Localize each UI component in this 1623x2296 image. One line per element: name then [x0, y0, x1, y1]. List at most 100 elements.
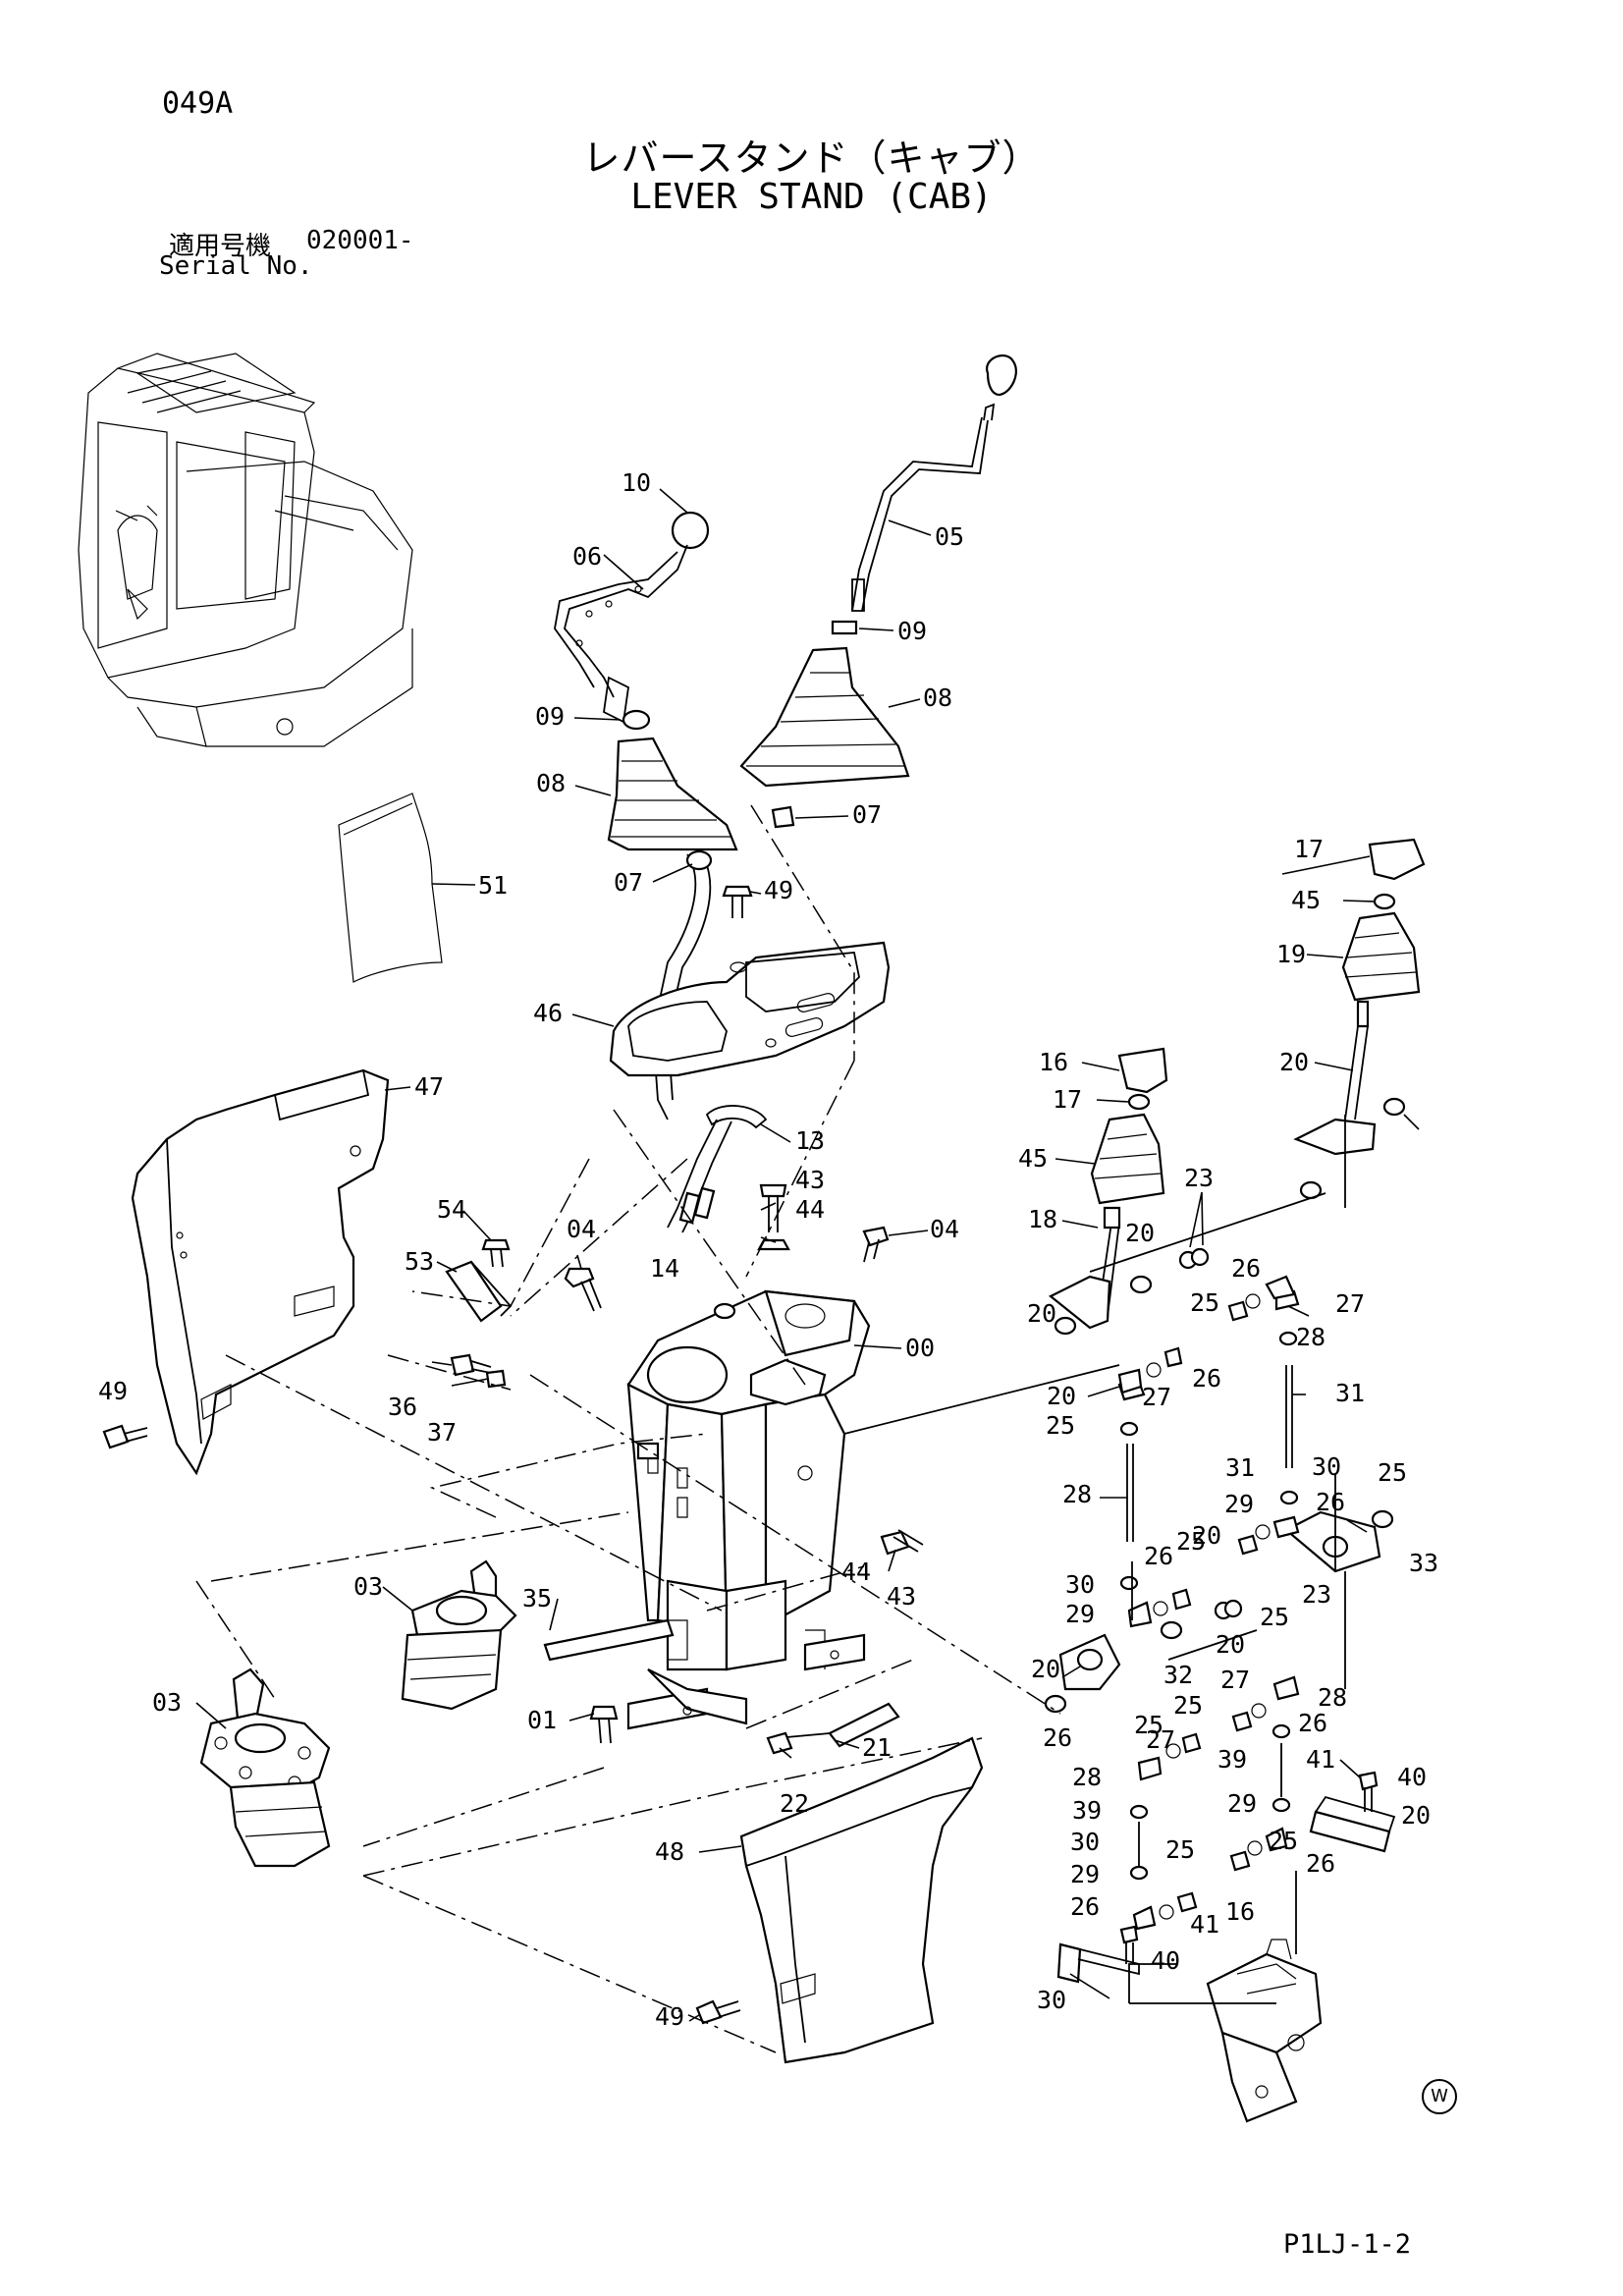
callout: 31	[1225, 1453, 1255, 1482]
callout: 01	[527, 1706, 557, 1734]
callout: 47	[414, 1072, 444, 1101]
serial-value: 020001-	[306, 226, 414, 255]
callout: 49	[98, 1377, 128, 1405]
callout: 44	[795, 1195, 825, 1224]
callout: 00	[905, 1334, 935, 1362]
callout: 33	[1409, 1549, 1438, 1577]
callout: 21	[862, 1733, 892, 1762]
callout: 04	[567, 1215, 596, 1243]
callout: 07	[852, 800, 882, 829]
callout: 27	[1146, 1725, 1175, 1754]
harness-clip-group	[667, 1105, 790, 1251]
callout: 43	[887, 1582, 916, 1611]
callout: 41	[1190, 1910, 1219, 1939]
callout: 27	[1220, 1666, 1250, 1694]
callout: 40	[1397, 1763, 1427, 1791]
serial-label-english: Serial No.	[159, 251, 313, 281]
left-control-lever	[554, 511, 710, 731]
callout: 27	[1142, 1383, 1171, 1411]
callout: 23	[1302, 1580, 1331, 1609]
callout: 25	[1269, 1827, 1298, 1855]
callout: 29	[1065, 1600, 1095, 1628]
callout: 17	[1294, 835, 1324, 863]
part-04-bolts	[564, 1226, 890, 1312]
part-08-boot-left	[607, 737, 738, 1121]
callout: 14	[650, 1254, 679, 1283]
callout: 25	[1378, 1458, 1407, 1487]
callout: 26	[1043, 1723, 1072, 1752]
callout: 30	[1065, 1570, 1095, 1599]
watermark-mark: W	[1422, 2079, 1457, 2114]
callout: 26	[1144, 1542, 1173, 1570]
figure-code: P1LJ-1-2	[1283, 2229, 1412, 2260]
callout: 06	[572, 542, 602, 571]
callout: 46	[533, 999, 563, 1027]
callout: 20	[1279, 1048, 1309, 1076]
callout: 07	[614, 868, 643, 897]
page-code: 049A	[162, 86, 234, 121]
part-22-bolt	[766, 1731, 793, 1755]
callout: 22	[780, 1789, 809, 1818]
callout: 30	[1312, 1452, 1341, 1481]
part-49-bolt-left	[102, 1424, 148, 1449]
callout: 28	[1062, 1480, 1092, 1508]
callout: 35	[522, 1584, 552, 1613]
callout: 23	[1184, 1164, 1214, 1192]
callout-labels: 10 06 05 09 09 08 08 07 07 51 49 46 47 1…	[98, 468, 1438, 2031]
callout: 03	[353, 1572, 383, 1601]
callout: 45	[1018, 1144, 1048, 1173]
callout: 16	[1225, 1897, 1255, 1926]
part-47-left-cover	[131, 1068, 390, 1476]
callout: 31	[1335, 1379, 1365, 1407]
callout: 25	[1134, 1711, 1163, 1739]
callout: 26	[1192, 1364, 1221, 1393]
right-control-lever	[831, 355, 1017, 635]
callout: 28	[1318, 1683, 1347, 1712]
callout: 27	[1335, 1289, 1365, 1318]
callout: 20	[1047, 1382, 1076, 1410]
callout: 05	[935, 522, 964, 551]
callout: 51	[478, 871, 508, 900]
callout: 49	[764, 876, 793, 904]
callout: 20	[1125, 1219, 1155, 1247]
assembly-guide-lines	[195, 804, 1346, 2053]
callout: 43	[795, 1166, 825, 1194]
part-01-bolt	[589, 1705, 619, 1744]
excavator-cab-overview	[78, 353, 413, 747]
callout: 26	[1298, 1709, 1327, 1737]
part-46-cover-plate	[609, 941, 891, 1077]
callout: 26	[1070, 1892, 1100, 1921]
callout: 45	[1291, 886, 1321, 914]
part-49-screw-top	[722, 885, 753, 918]
callout: 25	[1176, 1527, 1206, 1556]
callout: 26	[1306, 1849, 1335, 1878]
callout: 53	[405, 1247, 434, 1276]
callout: 08	[536, 769, 566, 797]
part-03-pilot-valve-rear	[199, 1667, 331, 1868]
callout: 20	[1401, 1801, 1431, 1830]
title-english: LEVER STAND (CAB)	[630, 177, 993, 217]
part-36-37-bolt-nut	[450, 1353, 507, 1389]
part-35-pin	[543, 1618, 675, 1662]
callout: 25	[1190, 1288, 1219, 1317]
callout: 48	[655, 1837, 684, 1866]
part-51-pouch	[338, 793, 443, 983]
callout: 30	[1070, 1828, 1100, 1856]
callout: 54	[437, 1195, 466, 1224]
callout: 09	[535, 702, 565, 731]
callout: 26	[1231, 1254, 1261, 1283]
callout: 16	[1039, 1048, 1068, 1076]
callout: 39	[1072, 1796, 1102, 1825]
callout: 20	[1216, 1630, 1245, 1659]
part-48-lower-cover	[739, 1736, 984, 2064]
callout: 26	[1316, 1488, 1345, 1516]
callout: 18	[1028, 1205, 1057, 1233]
part-53-bracket	[445, 1238, 513, 1323]
callout: 20	[1192, 1521, 1221, 1550]
callout: 25	[1046, 1411, 1075, 1440]
callout: 30	[1037, 1986, 1066, 2014]
callout: 10	[622, 468, 651, 497]
part-03-pilot-valve-front	[401, 1559, 517, 1711]
callout: 25	[1260, 1603, 1289, 1631]
callout: 25	[1165, 1835, 1195, 1864]
